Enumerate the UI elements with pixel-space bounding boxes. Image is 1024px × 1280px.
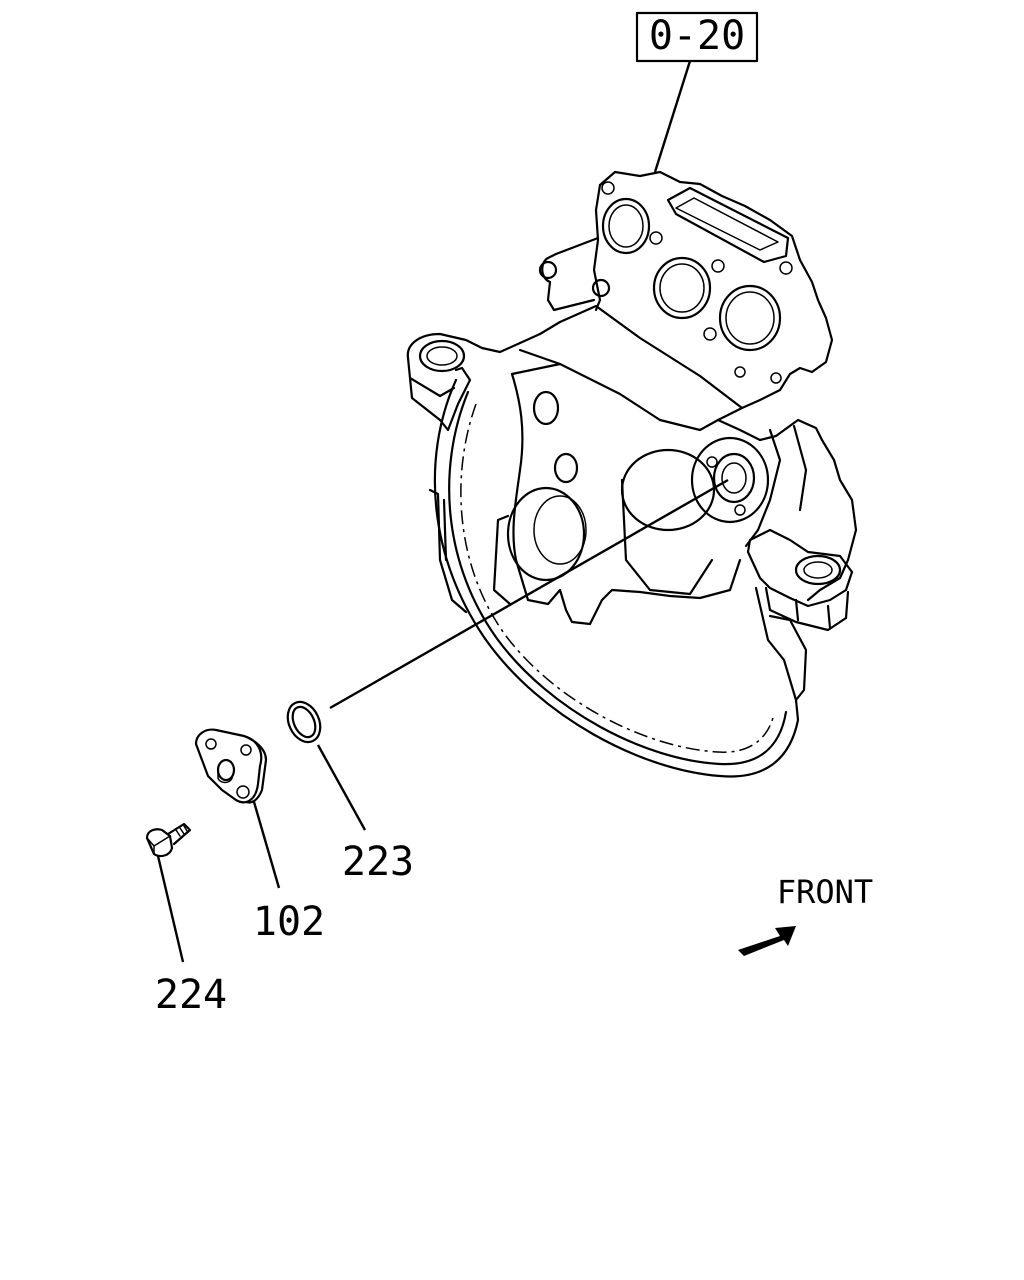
bell-lower-left-edge <box>428 488 468 614</box>
bolt-head <box>145 828 174 858</box>
bolt-leader <box>156 855 185 963</box>
cover-plate-outline <box>194 728 263 804</box>
port-1 <box>601 197 651 255</box>
inner-face-top <box>510 362 562 376</box>
gasket-hole <box>770 372 782 384</box>
bolt-shank <box>166 822 192 846</box>
cover-plate <box>194 728 268 804</box>
cover-plate-bolt-hole <box>236 785 250 799</box>
gasket-hole <box>703 327 717 341</box>
front-label: FRONT <box>777 873 873 911</box>
lower-right-ear <box>746 528 854 608</box>
bell-right-lower <box>754 586 808 702</box>
lower-right-ear-hole-inner <box>803 561 833 579</box>
upper-left-ear <box>406 304 744 432</box>
bell-flange-hidden-line <box>460 403 775 753</box>
housing-top-flange <box>598 170 834 410</box>
housing-top-pad <box>666 186 790 264</box>
gasket-hole <box>734 366 746 378</box>
inner-face-hole-top <box>532 390 560 426</box>
port-2-inner <box>659 263 705 313</box>
port-1-inner <box>608 204 644 248</box>
reference-box-frame <box>635 11 759 63</box>
assembly-axis-line <box>329 478 729 710</box>
upper-left-ear-hole-inner <box>426 346 458 366</box>
housing-left-boss <box>541 236 600 312</box>
reference-leader <box>653 60 692 173</box>
bolt-thread <box>175 825 188 837</box>
upper-left-ear-hole <box>418 339 466 373</box>
center-bore <box>620 448 716 532</box>
o-ring-inner <box>291 705 317 739</box>
reference-box-label: 0-20 <box>649 13 745 59</box>
port-3-inner <box>725 291 775 345</box>
lower-bore-inner <box>533 495 587 565</box>
o-ring-outer <box>286 700 322 744</box>
bolt <box>145 822 192 858</box>
o-ring-part-number: 223 <box>342 839 414 885</box>
front-arrow-icon <box>738 926 796 956</box>
oil-port-bolt-hole <box>706 456 718 468</box>
cover-plate-part-number: 102 <box>253 899 325 945</box>
port-2 <box>652 256 712 320</box>
oil-port-boss <box>690 436 770 524</box>
bolt-head-facets <box>146 835 171 855</box>
upper-left-ear-body <box>406 356 472 432</box>
gasket-hole <box>649 231 663 245</box>
housing-right-side <box>716 418 858 602</box>
port-3 <box>718 284 782 352</box>
lower-right-ear-hole <box>794 554 842 586</box>
boss-stud <box>591 278 611 298</box>
o-ring <box>286 700 322 744</box>
bolt-part-number: 224 <box>155 972 227 1018</box>
cover-plate-bolt-hole <box>240 744 252 756</box>
bell-outer-rim <box>433 378 800 778</box>
lower-bore <box>506 486 586 582</box>
housing-top-left-edge <box>592 183 602 312</box>
flywheel-housing <box>406 170 858 778</box>
gasket-hole <box>779 261 793 275</box>
inner-face-hole-mid <box>553 452 579 484</box>
housing-top-pad-inner <box>675 197 779 251</box>
left-boss-cap <box>538 260 558 280</box>
gasket-hole <box>711 259 725 273</box>
lower-bore-wall <box>492 514 512 606</box>
gasket-hole <box>601 181 615 195</box>
bell-inner-rim <box>448 390 788 766</box>
cover-plate-spigot-side <box>217 769 235 784</box>
oil-port-bolt-hole <box>734 504 746 516</box>
oil-port-bore-inner <box>721 462 747 494</box>
cover-plate-leader <box>252 801 281 889</box>
housing-inner-face <box>510 372 742 626</box>
reference-box: 0-20 <box>635 11 759 63</box>
cover-plate-edge <box>242 734 268 804</box>
lower-right-ear-base <box>764 586 850 632</box>
housing-right-rib <box>744 424 808 548</box>
o-ring-leader <box>316 744 367 831</box>
oil-port-bore <box>712 452 756 504</box>
center-bore-wall <box>620 478 714 596</box>
cover-plate-bolt-hole <box>205 738 217 750</box>
